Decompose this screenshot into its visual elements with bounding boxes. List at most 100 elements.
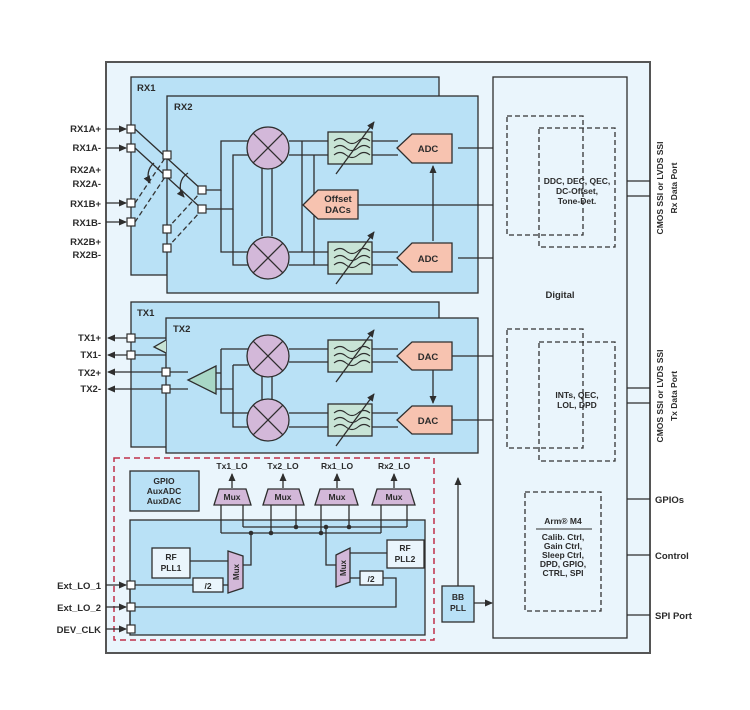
input-ext-lo-1: Ext_LO_1	[57, 581, 102, 592]
aux-line-2: AuxADC	[147, 486, 181, 496]
pin-rx1b-plus: RX1B+	[70, 199, 101, 210]
svg-text:PLL2: PLL2	[395, 554, 416, 564]
rx-adc-top: ADC	[396, 133, 453, 164]
svg-text:Mux: Mux	[275, 492, 292, 502]
rx-port-line-2: Rx Data Port	[669, 162, 679, 213]
svg-text:ADC: ADC	[418, 144, 439, 155]
svg-text:/2: /2	[367, 574, 374, 584]
lo-mux-tx1: Mux	[213, 488, 252, 506]
tx-dsp-front	[538, 341, 616, 462]
svg-text:PLL: PLL	[450, 603, 466, 613]
rx-mixer-top	[246, 126, 290, 170]
arm-func-3: Sleep Ctrl,	[542, 550, 584, 560]
aux-line-3: AuxDAC	[147, 496, 181, 506]
port-gpios: GPIOs	[655, 495, 684, 506]
arm-func-2: Gain Ctrl,	[544, 541, 582, 551]
rx-adc-bottom: ADC	[396, 242, 453, 273]
offset-dacs: Offset DACs	[302, 189, 359, 220]
lo-out-rx1: Rx1_LO	[321, 461, 354, 471]
tx-output-arrows	[107, 334, 188, 393]
svg-text:ADC: ADC	[418, 254, 439, 265]
svg-text:DACs: DACs	[325, 205, 351, 216]
svg-text:Mux: Mux	[339, 559, 348, 576]
tx-port-line-1: CMOS SSI or LVDS SSI	[655, 350, 665, 443]
digital-title: Digital	[545, 290, 574, 301]
pin-rx2a-plus: RX2A+	[70, 165, 101, 176]
rx-dsp-line-3: Tone-Det.	[558, 196, 597, 206]
svg-text:/2: /2	[204, 581, 211, 591]
rx-mixer-bottom	[246, 236, 290, 280]
svg-text:Mux: Mux	[329, 492, 346, 502]
rx2-label: RX2	[174, 102, 192, 113]
rx-dsp-front	[538, 127, 616, 248]
svg-text:RF: RF	[165, 552, 176, 562]
svg-text:Mux: Mux	[232, 563, 241, 580]
tx-dac-bottom: DAC	[396, 405, 453, 435]
digital-block	[492, 76, 628, 639]
rf-pll1	[151, 547, 191, 579]
arm-func-4: DPD, GPIO,	[540, 559, 586, 569]
tx2-amplifier-icon	[186, 364, 217, 396]
aux-line-1: GPIO	[153, 476, 175, 486]
lo-mux-tx2: Mux	[262, 488, 305, 506]
pin-tx2-plus: TX2+	[78, 368, 101, 379]
pll2-mux: Mux	[335, 546, 351, 588]
pin-rx1a-plus: RX1A+	[70, 124, 101, 135]
rx1-label: RX1	[137, 83, 156, 94]
port-control: Control	[655, 551, 689, 562]
tx-mixer-bottom	[246, 398, 290, 442]
lo-mux-rx2: Mux	[371, 488, 416, 506]
tx1-amplifier-icon	[152, 339, 167, 354]
lo-mux-rx1: Mux	[314, 488, 359, 506]
rx-dsp-line-2: DC-Offset,	[556, 186, 598, 196]
tx-port-line-2: Tx Data Port	[669, 371, 679, 421]
arm-title: Arm® M4	[544, 516, 582, 526]
arm-m4-block	[524, 491, 602, 612]
pll1-mux: Mux	[227, 550, 244, 594]
input-ext-lo-2: Ext_LO_2	[57, 603, 101, 614]
lo-out-tx2: Tx2_LO	[267, 461, 299, 471]
lo-out-rx2: Rx2_LO	[378, 461, 411, 471]
bus-junctions	[248, 524, 352, 536]
arm-func-1: Calib. Ctrl,	[542, 532, 585, 542]
pin-rx2a-minus: RX2A-	[72, 179, 101, 190]
pin-rx1b-minus: RX1B-	[72, 218, 101, 229]
pin-tx1-minus: TX1-	[80, 350, 101, 361]
rx-mixer-wiring	[206, 140, 493, 266]
rx-pin-pads	[126, 124, 207, 253]
lo-out-tx1: Tx1_LO	[216, 461, 248, 471]
rf-pll2	[386, 539, 425, 569]
tx-dsp-back	[506, 328, 584, 449]
lo-output-arrows	[228, 473, 398, 488]
pin-tx1-plus: TX1+	[78, 333, 101, 344]
svg-text:DAC: DAC	[418, 352, 439, 363]
rx-dsp-line-1: DDC, DEC, QEC,	[544, 176, 611, 186]
svg-text:BB: BB	[452, 592, 464, 602]
pin-rx1a-minus: RX1A-	[72, 143, 101, 154]
tx-dac-top: DAC	[396, 341, 453, 371]
svg-text:Offset: Offset	[324, 194, 352, 205]
input-dev-clk: DEV_CLK	[57, 625, 101, 636]
svg-text:Mux: Mux	[386, 492, 403, 502]
rx-input-arrows	[106, 125, 127, 226]
svg-text:PLL1: PLL1	[161, 563, 182, 573]
port-lines	[627, 180, 650, 616]
tx1-label: TX1	[137, 308, 155, 319]
bb-pll	[441, 585, 475, 623]
pin-rx2b-minus: RX2B-	[72, 250, 101, 261]
svg-text:Mux: Mux	[224, 492, 241, 502]
svg-text:DAC: DAC	[418, 416, 439, 427]
clock-input-pads	[126, 580, 136, 634]
rx-dsp-back	[506, 115, 584, 236]
lo-region	[113, 457, 435, 641]
pin-rx2b-plus: RX2B+	[70, 237, 101, 248]
arm-func-5: CTRL, SPI	[542, 568, 583, 578]
tx-pin-pads	[126, 333, 171, 394]
tx-dsp-line-2: LOL, DPD	[557, 400, 597, 410]
tx-mixer-wiring	[216, 348, 493, 428]
gpio-aux-block	[129, 470, 200, 512]
rx-port-line-1: CMOS SSI or LVDS SSI	[655, 142, 665, 235]
pin-tx2-minus: TX2-	[80, 384, 101, 395]
tx2-label: TX2	[173, 324, 190, 335]
